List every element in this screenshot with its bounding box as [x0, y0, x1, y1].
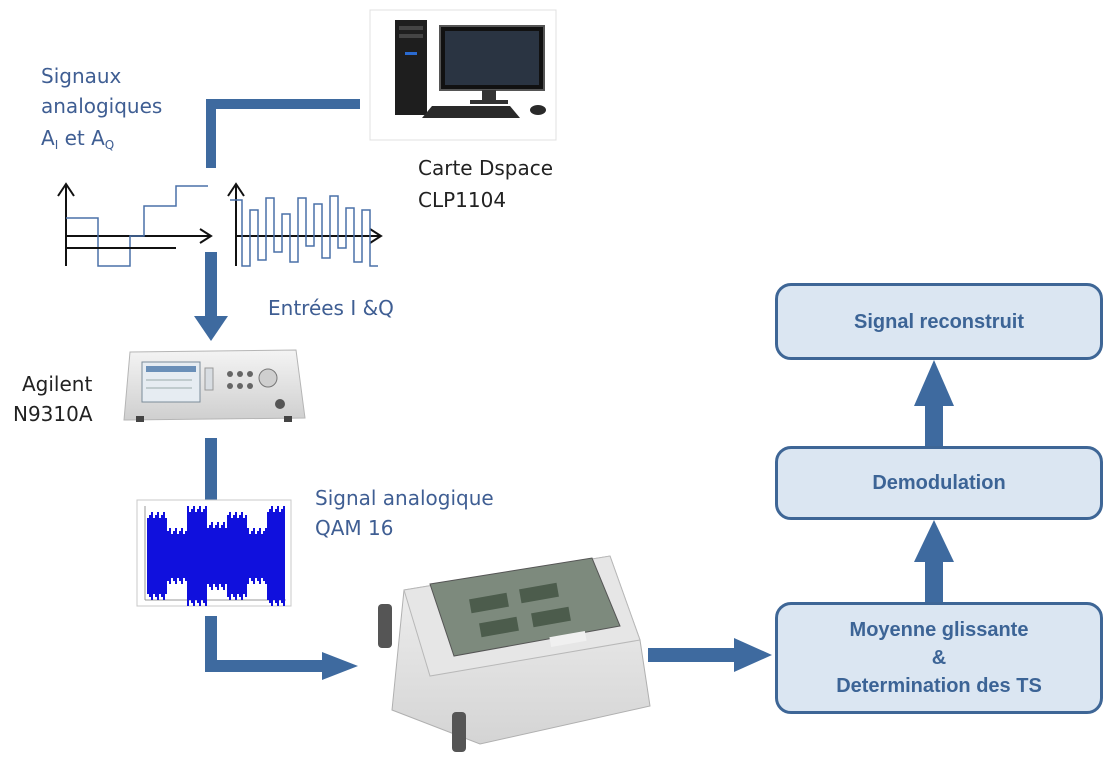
- signal-generator-icon: [123, 349, 306, 422]
- entrees-label: Entrées I &Q: [268, 296, 394, 320]
- agilent-label-line1: Agilent: [22, 372, 93, 396]
- demodulation-label: Demodulation: [872, 472, 1006, 494]
- a-i-sub: I: [54, 138, 59, 152]
- agilent-label-line2: N9310A: [13, 402, 93, 426]
- moyenne-label-line2: &: [931, 647, 947, 669]
- arrow-to-demodulation: [914, 520, 954, 602]
- analog-signal-plot-left: [57, 182, 213, 267]
- qam-waveform-icon: [136, 499, 292, 607]
- signaux-label-line2: analogiques: [41, 94, 163, 118]
- demodulation-box: Demodulation: [775, 446, 1103, 520]
- signaux-label-line3: AI et AQ: [41, 124, 114, 159]
- generator-connector: [205, 438, 217, 504]
- arrow-down-to-generator: [194, 252, 228, 341]
- signaux-label-line1: Signaux: [41, 64, 122, 88]
- arrow-to-signal-reconstruit: [914, 360, 954, 446]
- signal-analogique-label-line1: Signal analogique: [315, 486, 494, 510]
- carte-label-line1: Carte Dspace: [418, 156, 554, 180]
- signal-analogique-label-line2: QAM 16: [315, 516, 394, 540]
- a-q-sub: Q: [104, 138, 115, 152]
- a-i-base: A: [41, 126, 55, 150]
- a-q-base: A: [91, 126, 105, 150]
- computer-icon: [369, 9, 557, 141]
- carte-label-line2: CLP1104: [418, 188, 507, 212]
- moyenne-box: Moyenne glissante & Determination des TS: [775, 602, 1103, 714]
- moyenne-label-line3: Determination des TS: [836, 675, 1042, 697]
- moyenne-label-line1: Moyenne glissante: [849, 619, 1029, 641]
- signal-reconstruit-label: Signal reconstruit: [853, 310, 1025, 333]
- arrow-to-fpga: [205, 616, 358, 680]
- signal-reconstruit-box: Signal reconstruit: [775, 283, 1103, 360]
- analog-signal-plot-right: [227, 182, 383, 267]
- arrow-to-moyenne: [648, 638, 772, 672]
- fpga-board-icon: [378, 555, 651, 752]
- et-label: et: [58, 126, 92, 150]
- computer-connector: [206, 99, 360, 168]
